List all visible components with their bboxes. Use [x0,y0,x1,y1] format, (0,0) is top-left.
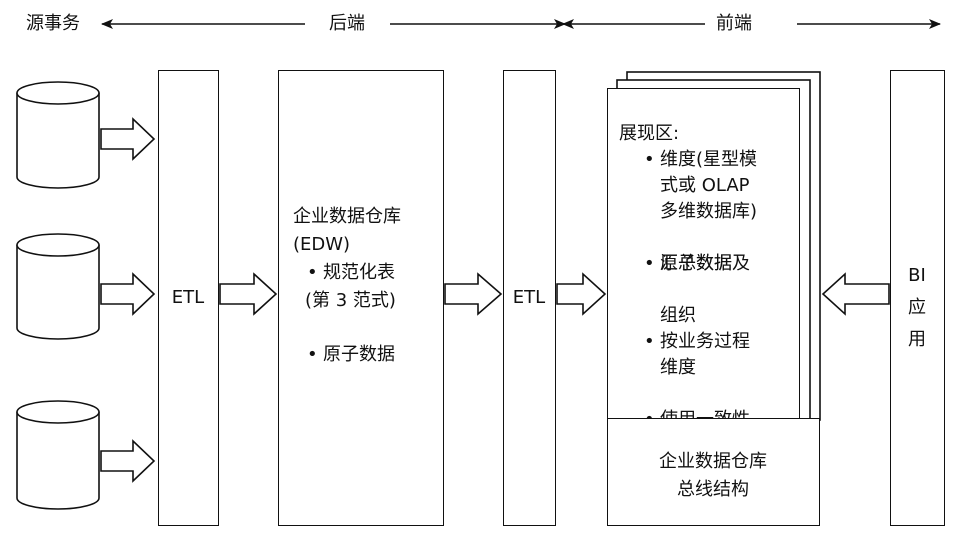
edw-bullet-atomic: 原子数据 [305,342,469,368]
presentation-bullet-atomic-summary-l2: 汇总数据 [660,253,732,274]
bi-label-line1: BI [908,265,926,286]
presentation-bullet-dimensions-l3: 多维数据库) [660,201,758,222]
etl-label-2: ETL [512,287,546,308]
presentation-bullet-dimensions-l2: 式或 OLAP [660,175,750,196]
bi-label-line3: 用 [908,329,926,350]
etl-box-1: ETL [158,70,219,526]
presentation-bullet-atomic-summary: 原子数据及 [642,251,833,277]
bi-to-presentation-arrow [821,272,890,316]
bi-application-box: BI 应 用 [890,70,945,526]
db3-to-etl-arrow [100,439,156,483]
presentation-bullet-dimensions: 维度(星型模 [642,147,833,173]
edw-title-line2: (EDW) [293,234,351,255]
header-source-label: 源事务 [26,13,80,34]
etl-label-1: ETL [171,287,205,308]
edw-title-line1: 企业数据仓库 [293,206,401,227]
source-database-1 [16,81,100,189]
header-frontend-label: 前端 [716,13,752,34]
presentation-area-box: 展现区: 维度(星型模 式或 OLAP 多维数据库) 原子数据及 汇总数据 按业… [607,88,800,433]
etl-to-edw-arrow [219,272,278,316]
presentation-bullet-business-process: 按业务过程 [642,329,833,355]
bus-line2: 总线结构 [677,479,749,500]
source-database-2 [16,233,100,340]
bus-line1: 企业数据仓库 [659,451,767,472]
presentation-bullet-business-process-l2: 组织 [660,305,696,326]
etl-to-presentation-arrow [556,272,607,316]
db2-to-etl-arrow [100,272,156,316]
edw-box: 企业数据仓库 (EDW) 规范化表 (第 3 范式) 原子数据 [278,70,444,526]
presentation-bullet-conformed-l2: 维度 [660,357,696,378]
edw-bullet-normalized-cont: (第 3 范式) [305,290,396,311]
bus-architecture-box: 企业数据仓库 总线结构 [607,418,820,526]
presentation-title: 展现区: [619,123,680,144]
edw-bullet-normalized: 规范化表 [305,260,469,286]
source-database-3 [16,400,100,510]
etl-box-2: ETL [503,70,556,526]
db1-to-etl-arrow [100,117,156,161]
bi-label-line2: 应 [908,297,926,318]
header-backend-label: 后端 [329,13,365,34]
